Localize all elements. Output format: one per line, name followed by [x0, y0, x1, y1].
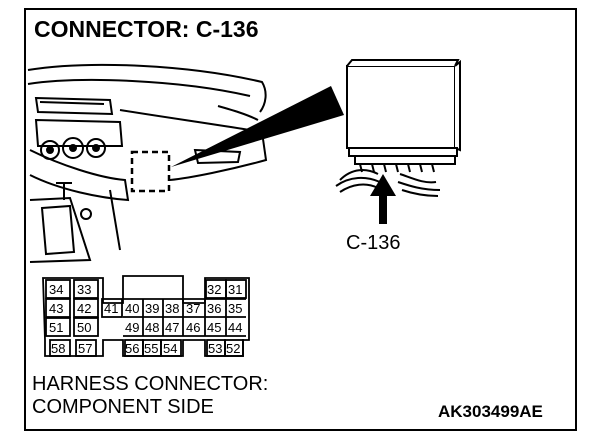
pin-label: 37 — [186, 301, 200, 316]
pin-label: 48 — [145, 320, 159, 335]
pin-label: 34 — [49, 282, 63, 297]
pin-label: 33 — [77, 282, 91, 297]
pin-labels: 34 33 32 31 43 42 41 40 39 38 37 36 35 5… — [49, 282, 242, 356]
diagram-frame — [24, 8, 577, 431]
pin-label: 54 — [163, 341, 177, 356]
footer-line-2: COMPONENT SIDE — [32, 396, 214, 418]
pin-label: 50 — [77, 320, 91, 335]
diagram-title: CONNECTOR: C-136 — [34, 16, 259, 42]
pin-label: 32 — [207, 282, 221, 297]
pin-label: 45 — [207, 320, 221, 335]
pin-label: 57 — [78, 341, 92, 356]
pin-label: 44 — [228, 320, 242, 335]
connector-pinout — [42, 275, 250, 357]
pin-label: 52 — [226, 341, 240, 356]
connector-location-marker — [130, 150, 171, 193]
zoom-pointer — [171, 86, 344, 167]
pin-label: 47 — [165, 320, 179, 335]
pin-label: 56 — [125, 341, 139, 356]
pin-label: 38 — [165, 301, 179, 316]
pin-label: 46 — [186, 320, 200, 335]
pin-label: 41 — [104, 301, 118, 316]
pin-label: 40 — [125, 301, 139, 316]
pin-label: 31 — [228, 282, 242, 297]
pin-label: 36 — [207, 301, 221, 316]
pin-label: 55 — [144, 341, 158, 356]
pin-label: 39 — [145, 301, 159, 316]
pin-label: 53 — [208, 341, 222, 356]
pin-label: 43 — [49, 301, 63, 316]
pin-label: 51 — [49, 320, 63, 335]
pin-label: 35 — [228, 301, 242, 316]
pin-label: 49 — [125, 320, 139, 335]
dashboard-illustration — [27, 63, 268, 263]
connector-callout-label: C-136 — [346, 232, 401, 254]
figure-code: AK303499AE — [438, 402, 543, 421]
gauge-cluster-icon — [40, 137, 106, 220]
pin-label: 58 — [51, 341, 65, 356]
connector-arrow — [370, 174, 396, 224]
pin-label: 42 — [77, 301, 91, 316]
ecu-module-illustration — [335, 59, 461, 197]
footer-line-1: HARNESS CONNECTOR: — [32, 373, 269, 395]
